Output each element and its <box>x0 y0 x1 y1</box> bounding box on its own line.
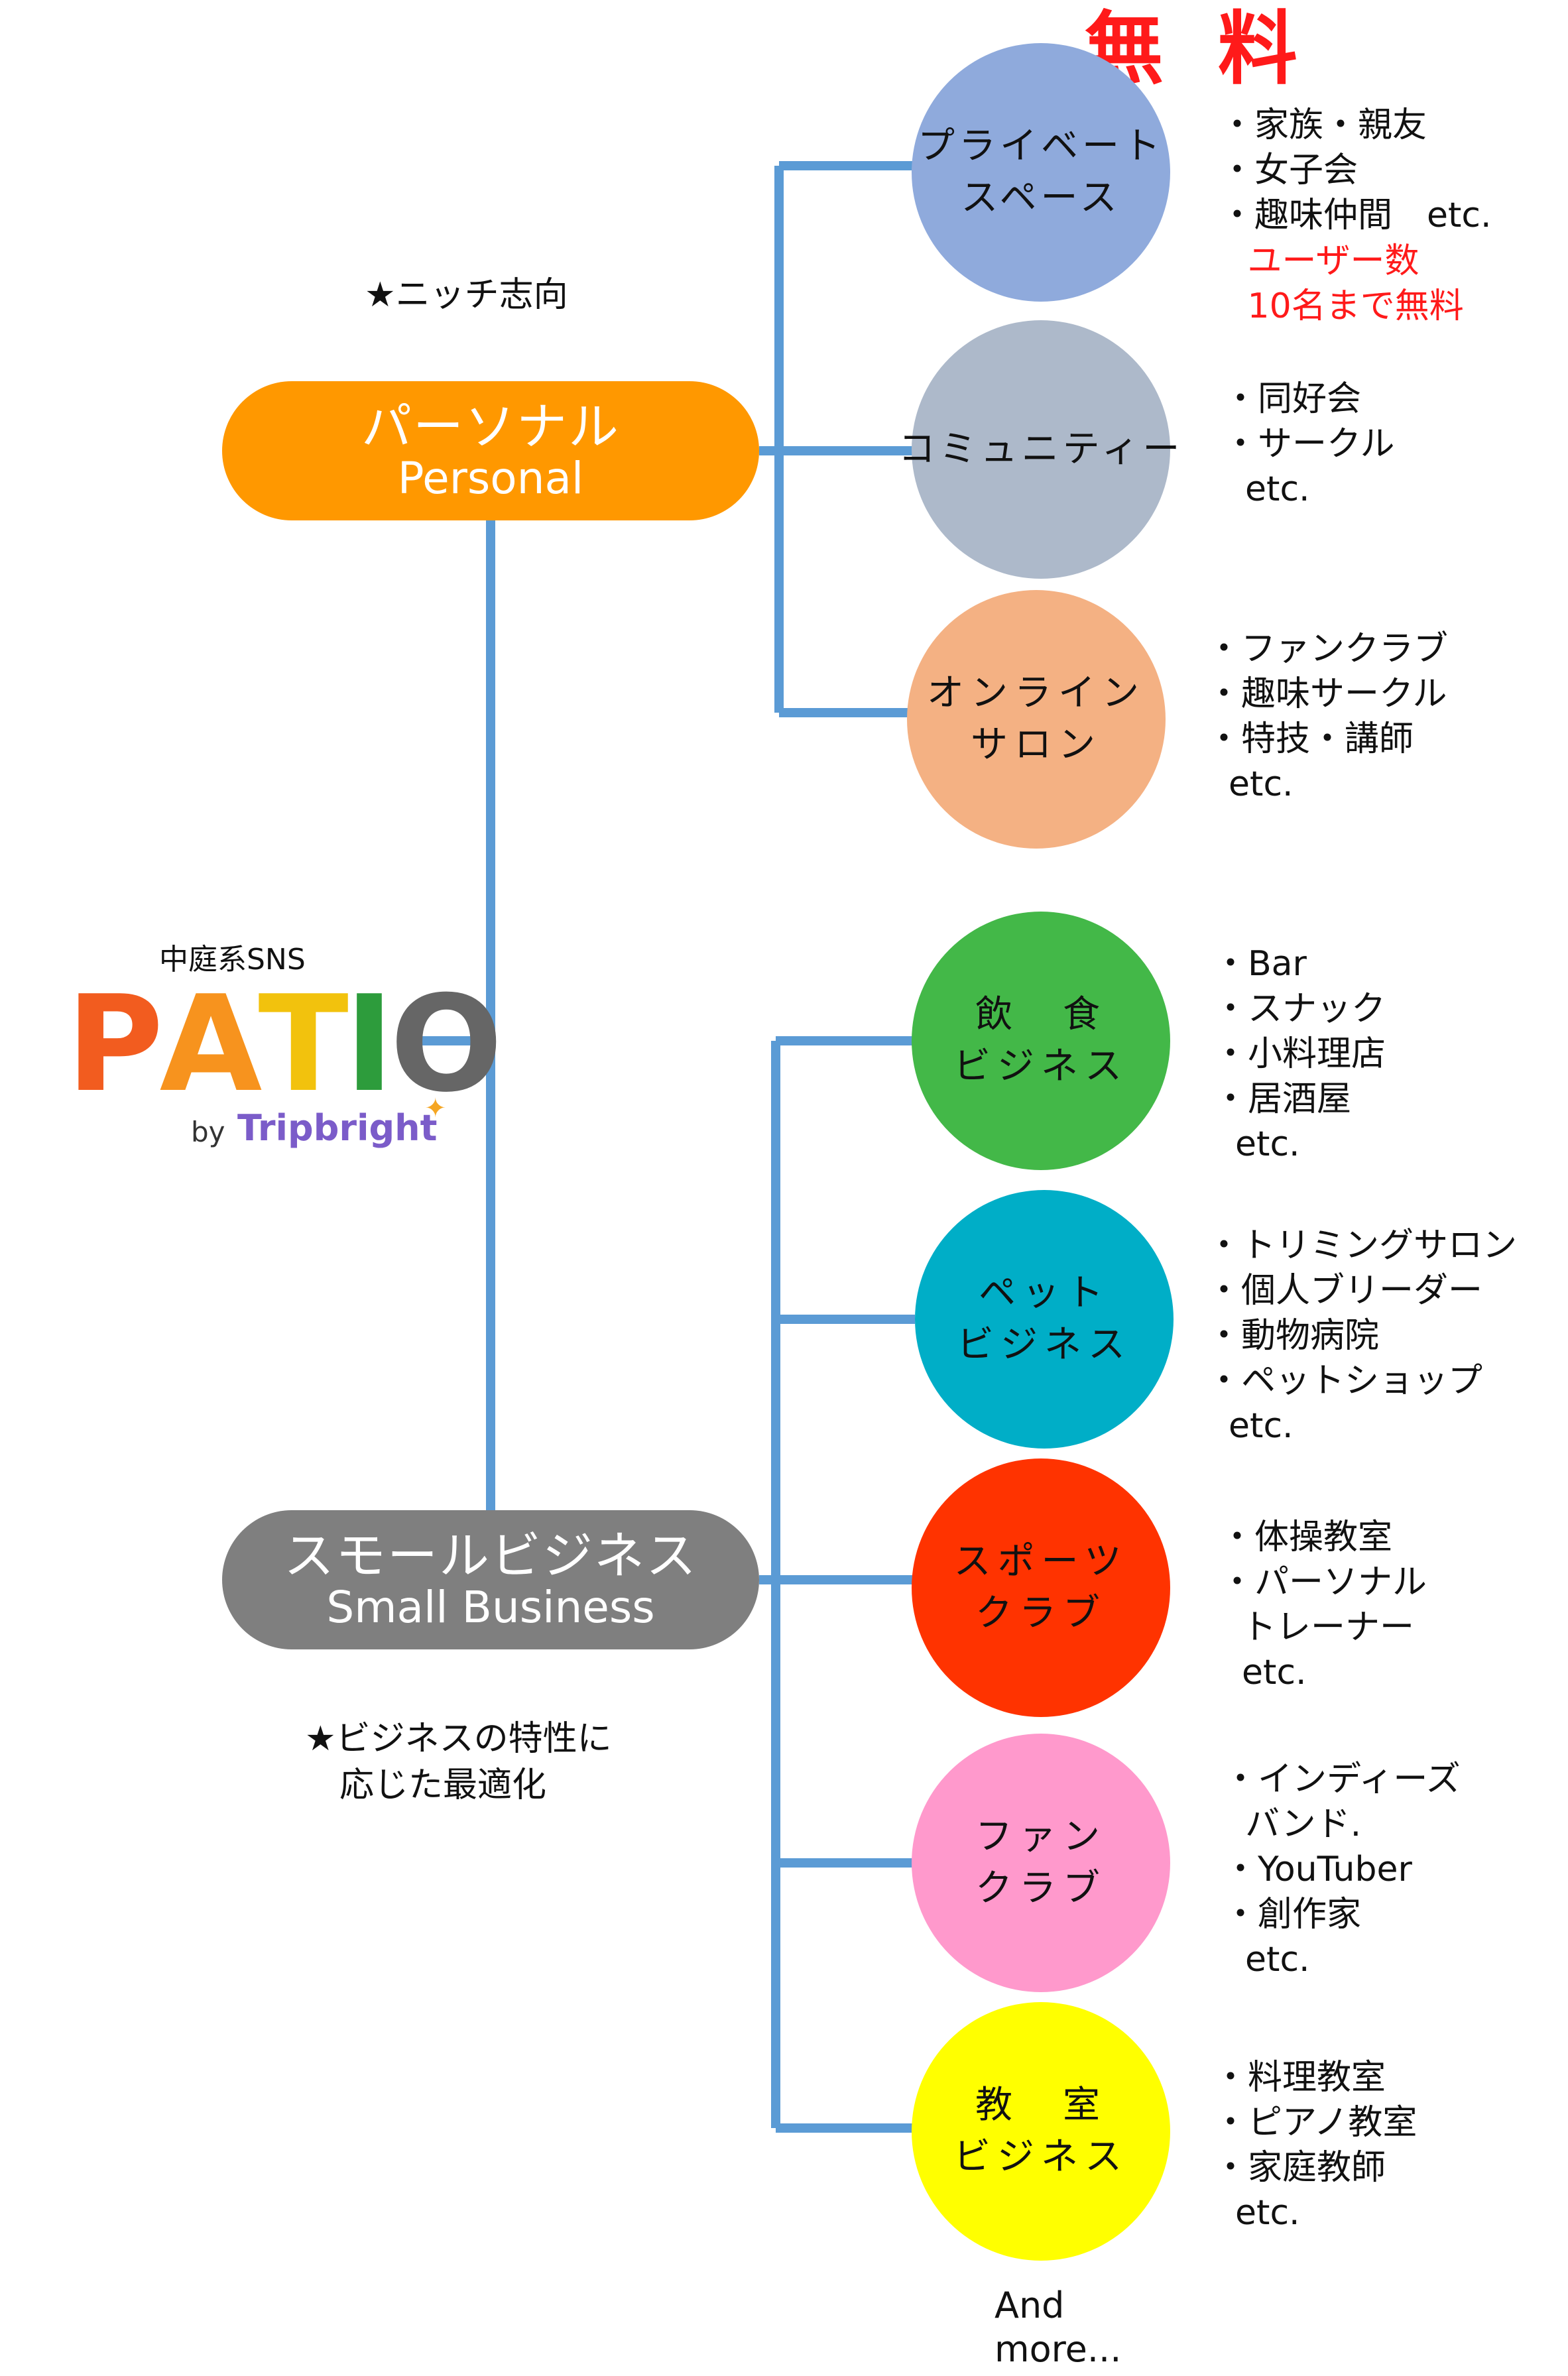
category-node-community: コミュニティー <box>898 320 1179 579</box>
small-business-label-jp: スモールビジネス <box>284 1526 697 1585</box>
category-node-pet: ペット ビジネス <box>915 1190 1174 1449</box>
category-node-food: 飲 食 ビジネス <box>912 912 1170 1170</box>
logo-tagline: 中庭系SNS <box>159 943 306 977</box>
category-items-pet: ・トリミングサロン ・個人ブリーダー ・動物病院 ・ペットショップ etc. <box>1207 1226 1518 1446</box>
category-label: オンライン サロン <box>927 672 1146 766</box>
free-user-note: ユーザー数 10名まで無料 <box>1247 241 1464 326</box>
personal-label-jp: パーソナル <box>361 397 620 456</box>
logo-letter-i: I <box>344 967 394 1122</box>
logo-wordmark: P A T I O <box>66 967 503 1122</box>
sparkle-icon: ✦ <box>424 1093 447 1124</box>
category-node-sports: スポーツ クラブ <box>912 1458 1170 1717</box>
category-label: スポーツ クラブ <box>953 1540 1128 1635</box>
small-business-label-en: Small Business <box>326 1582 655 1633</box>
logo-letter-p: P <box>66 967 164 1122</box>
category-label: プライベート スペース <box>918 125 1164 219</box>
category-items-community: ・同好会 ・サークル etc. <box>1223 379 1395 509</box>
category-node-school: 教 室 ビジネス <box>912 2002 1170 2261</box>
category-items-food: ・Bar ・スナック ・小料理店 ・居酒屋 etc. <box>1213 944 1386 1164</box>
category-label: ファン クラブ <box>975 1815 1107 1910</box>
small-business-node: スモールビジネス Small Business <box>222 1510 759 1649</box>
category-label: コミュニティー <box>898 428 1184 471</box>
business-note: ★ビジネスの特性に 応じた最適化 <box>305 1719 612 1805</box>
category-node-fanclub: ファン クラブ <box>912 1734 1170 1992</box>
category-node-private: プライベート スペース <box>912 43 1170 302</box>
category-items-private: ・家族・親友 ・女子会 ・趣味仲間 etc. <box>1220 105 1492 235</box>
and-more: And more... <box>995 2285 1122 2370</box>
category-items-sports: ・体操教室 ・パーソナル トレーナー etc. <box>1220 1517 1427 1693</box>
category-label: 教 室 ビジネス <box>953 2084 1128 2178</box>
category-node-salon: オンライン サロン <box>907 590 1166 849</box>
category-items-salon: ・ファンクラブ ・趣味サークル ・特技・講師 etc. <box>1207 629 1449 804</box>
logo-brand: Tripbright <box>237 1107 438 1149</box>
category-label: ペット ビジネス <box>957 1272 1132 1366</box>
logo-letter-o: O <box>390 967 503 1122</box>
personal-label-en: Personal <box>397 453 584 504</box>
patio-logo: 中庭系SNS P A T I O by Tripbright ✦ <box>66 941 503 1160</box>
logo-letter-t: T <box>258 967 348 1122</box>
category-items-fanclub: ・インディーズ バンド. ・YouTuber ・創作家 etc. <box>1223 1759 1461 1980</box>
category-label: 飲 食 ビジネス <box>953 993 1128 1088</box>
personal-note: ★ニッチ志向 <box>365 275 568 315</box>
category-items-school: ・料理教室 ・ピアノ教室 ・家庭教師 etc. <box>1213 2058 1417 2233</box>
personal-node: パーソナル Personal <box>222 381 759 520</box>
logo-by: by <box>191 1116 225 1148</box>
logo-letter-a: A <box>159 967 263 1122</box>
